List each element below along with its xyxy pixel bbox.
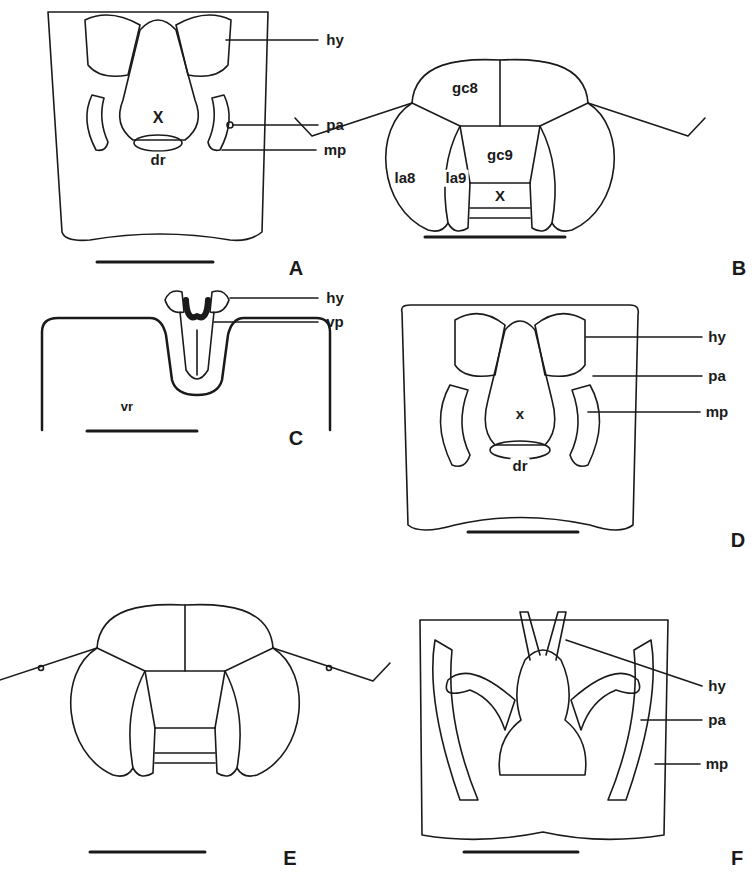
- panel-letter: A: [289, 257, 303, 279]
- segment-outline: [402, 305, 639, 530]
- leader-line: [222, 40, 318, 150]
- part-label: pa: [708, 712, 726, 729]
- panel-letter: E: [283, 847, 296, 869]
- hypandrium-lobe: [535, 314, 585, 377]
- part-label: pa: [708, 368, 726, 385]
- part-label: dr: [511, 458, 530, 475]
- scale-bar: [425, 236, 565, 239]
- scale-bar: [90, 851, 205, 854]
- hypandrium-horn: [546, 612, 566, 660]
- paramere-tip: [227, 122, 233, 128]
- panel-letter: D: [731, 529, 745, 551]
- panel-d-drawing: [402, 305, 702, 532]
- part-label: dr: [149, 152, 168, 169]
- panel-c-drawing: [42, 291, 330, 431]
- ventral-plate: [180, 312, 214, 379]
- paramere: [208, 95, 229, 150]
- panel-f-drawing: [420, 612, 702, 852]
- panel-letter: B: [732, 257, 746, 279]
- part-label: x: [514, 406, 526, 423]
- part-label: gc8: [450, 80, 480, 97]
- dorsal-ring: [134, 135, 182, 151]
- leader-line: [586, 337, 702, 412]
- scale-bar: [87, 430, 197, 433]
- scale-bar: [464, 851, 578, 854]
- panel-e-drawing: [0, 605, 390, 776]
- sclerotized-hook: [186, 300, 208, 317]
- hypandrium-lobe: [210, 291, 229, 313]
- leader-line: [566, 640, 702, 764]
- pore-mark: [327, 666, 332, 671]
- hypandrium-lobe: [165, 291, 184, 313]
- part-label: X: [493, 188, 507, 205]
- part-label: la8: [393, 170, 418, 187]
- part-label: pa: [326, 117, 344, 134]
- scale-bar: [97, 261, 213, 264]
- paramere: [87, 95, 108, 150]
- dorsal-ring: [490, 441, 550, 459]
- scale-bar: [468, 531, 578, 534]
- paramere: [570, 385, 600, 466]
- part-label: hy: [326, 290, 344, 307]
- paramere: [440, 385, 470, 466]
- segment-outline: [420, 620, 668, 839]
- pore-mark: [39, 666, 44, 671]
- panel-letter: C: [289, 427, 303, 449]
- part-label: vr: [119, 400, 135, 414]
- panel-b-drawing: [295, 60, 705, 231]
- part-label: hy: [708, 678, 726, 695]
- part-label: hy: [708, 329, 726, 346]
- part-label: vp: [326, 314, 344, 331]
- part-label: la9: [444, 170, 469, 187]
- part-label: X: [151, 109, 166, 127]
- hypandrium-lobe: [455, 314, 505, 377]
- aedeagus: [499, 650, 586, 775]
- hypandrium-lobe: [176, 15, 231, 76]
- part-label: hy: [326, 32, 344, 49]
- panel-letter: F: [731, 847, 743, 869]
- segment-outline: [42, 318, 330, 430]
- aedeagus: [485, 321, 555, 445]
- part-label: mp: [706, 756, 729, 773]
- segment-outline: [48, 12, 268, 240]
- part-label: gc9: [485, 147, 515, 164]
- paramere: [446, 673, 515, 730]
- paramere: [571, 673, 640, 730]
- part-label: mp: [706, 404, 729, 421]
- hypandrium-horn: [520, 612, 540, 660]
- ventral-plate-line: [196, 330, 198, 375]
- aedeagus: [120, 20, 199, 140]
- part-label: mp: [324, 142, 347, 159]
- panel-a-drawing: [48, 12, 318, 262]
- lateral-arm: [433, 640, 478, 800]
- leader-line: [214, 298, 318, 322]
